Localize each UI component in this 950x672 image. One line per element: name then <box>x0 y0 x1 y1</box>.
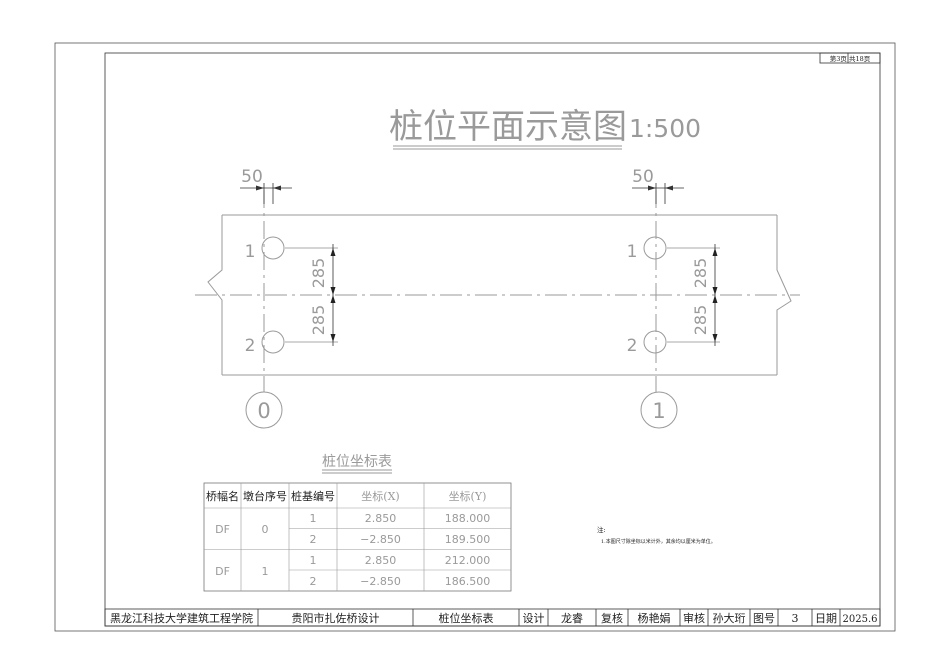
table-cell-bridge: DF <box>215 523 230 536</box>
center-lines <box>195 190 800 392</box>
coordinate-table: 桥幅名 墩台序号 桩基编号 坐标(X) 坐标(Y) DF 0 1 2.850 1… <box>203 482 512 592</box>
offset-label: 285 <box>691 305 710 336</box>
table-title: 桩位坐标表 <box>322 453 392 470</box>
review-label: 复核 <box>601 611 623 625</box>
axis-bubble <box>640 391 678 429</box>
axis-label: 0 <box>257 399 270 423</box>
table-cell-y: 212.000 <box>445 554 491 567</box>
design-label: 设计 <box>523 612 545 625</box>
table-cell-y: 188.000 <box>445 512 491 525</box>
reviewer-name: 杨艳娟 <box>638 611 671 625</box>
offset-dimension-right: 285 285 <box>667 244 720 346</box>
spacing-dimension-right: 50 <box>632 167 684 204</box>
notes-heading: 注: <box>597 525 606 534</box>
date-label: 日期 <box>815 612 837 625</box>
paper-border <box>54 42 896 632</box>
project-name: 贵阳市扎佐桥设计 <box>292 611 380 625</box>
table-header: 桥幅名 <box>206 489 239 503</box>
offset-label: 285 <box>691 258 710 289</box>
table-header: 桩基编号 <box>291 489 335 503</box>
table-cell-pile: 1 <box>310 554 317 567</box>
spacing-label: 50 <box>241 167 263 187</box>
pile-circle <box>261 330 285 354</box>
axis-bubble <box>245 391 283 429</box>
table-cell-pile: 2 <box>310 575 317 588</box>
notes-line: 1.本图尺寸除坐标以米计外，其余均以厘米为单位。 <box>601 538 716 545</box>
designer-name: 龙睿 <box>561 611 583 625</box>
offset-label: 285 <box>309 258 328 289</box>
offset-label: 285 <box>309 305 328 336</box>
title-block: 黑龙江科技大学建筑工程学院 贵阳市扎佐桥设计 桩位坐标表 设计 龙睿 复核 杨艳… <box>104 608 881 627</box>
table-cell-pile: 1 <box>310 512 317 525</box>
pile-circle <box>261 236 285 260</box>
spacing-label: 50 <box>632 167 654 187</box>
figure-label: 图号 <box>753 612 775 625</box>
table-cell-x: −2.850 <box>360 533 401 546</box>
cap-outline <box>207 214 792 376</box>
figure-number: 3 <box>792 612 799 625</box>
page-info-box <box>819 52 881 64</box>
table-cell-y: 189.500 <box>445 533 491 546</box>
table-cell-y: 186.500 <box>445 575 491 588</box>
table-cell-x: 2.850 <box>365 554 397 567</box>
pile-circle <box>643 330 667 354</box>
pile-label: 2 <box>245 336 256 356</box>
table-cell-pier: 1 <box>262 565 269 578</box>
pile-label: 1 <box>627 242 638 262</box>
table-cell-pier: 0 <box>262 523 269 536</box>
pile-label: 1 <box>245 242 256 262</box>
date-value: 2025.6 <box>843 614 878 625</box>
auditor-name: 孙大珩 <box>713 611 746 625</box>
table-cell-x: −2.850 <box>360 575 401 588</box>
offset-dimension-left: 285 285 <box>285 244 338 346</box>
axis-label: 1 <box>652 399 665 423</box>
table-cell-pile: 2 <box>310 533 317 546</box>
table-header: 坐标(Y) <box>449 489 487 503</box>
table-cell-x: 2.850 <box>365 512 397 525</box>
table-cell-bridge: DF <box>215 565 230 578</box>
audit-label: 审核 <box>683 611 705 625</box>
page-info: 第3页 共18页 <box>830 54 871 63</box>
school-name: 黑龙江科技大学建筑工程学院 <box>110 611 253 625</box>
pile-label: 2 <box>627 336 638 356</box>
drawing-title: 桩位平面示意图 <box>389 107 627 147</box>
spacing-dimension-left: 50 <box>240 167 292 204</box>
pile-circle <box>643 236 667 260</box>
table-header: 墩台序号 <box>243 489 287 503</box>
drawing-scale: 1:500 <box>629 114 701 143</box>
table-header: 坐标(X) <box>361 489 399 503</box>
drawing-name: 桩位坐标表 <box>439 611 494 625</box>
